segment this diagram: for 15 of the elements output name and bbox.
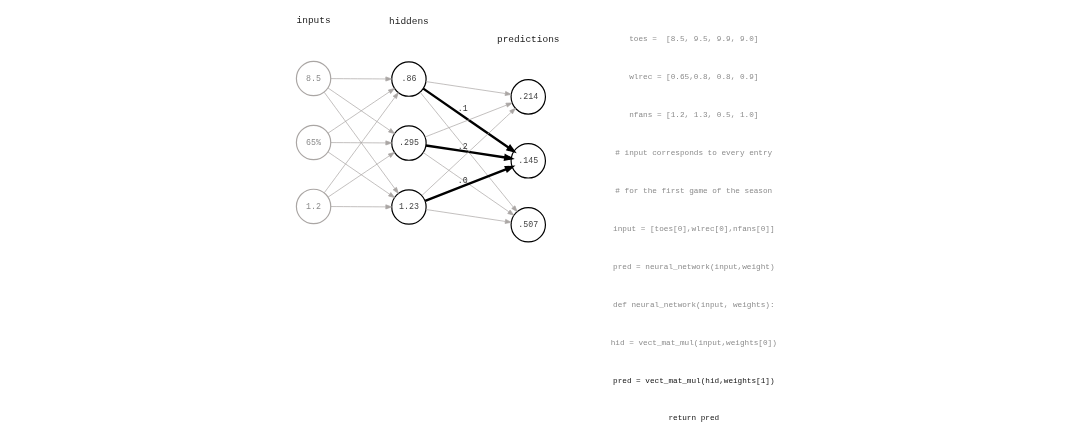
label: predictions (497, 33, 560, 45)
arrow (421, 107, 516, 196)
arrow (422, 87, 517, 154)
label: hiddens (389, 15, 429, 27)
arrow (330, 140, 393, 146)
arrow (422, 152, 515, 216)
arrow (424, 102, 513, 138)
arrow (419, 91, 518, 213)
label: inputs (296, 15, 331, 27)
arrow (424, 165, 516, 202)
arrow (425, 209, 512, 224)
arrow (330, 76, 393, 82)
arrow (425, 144, 515, 161)
arrow (425, 81, 512, 96)
arrow (330, 204, 393, 210)
